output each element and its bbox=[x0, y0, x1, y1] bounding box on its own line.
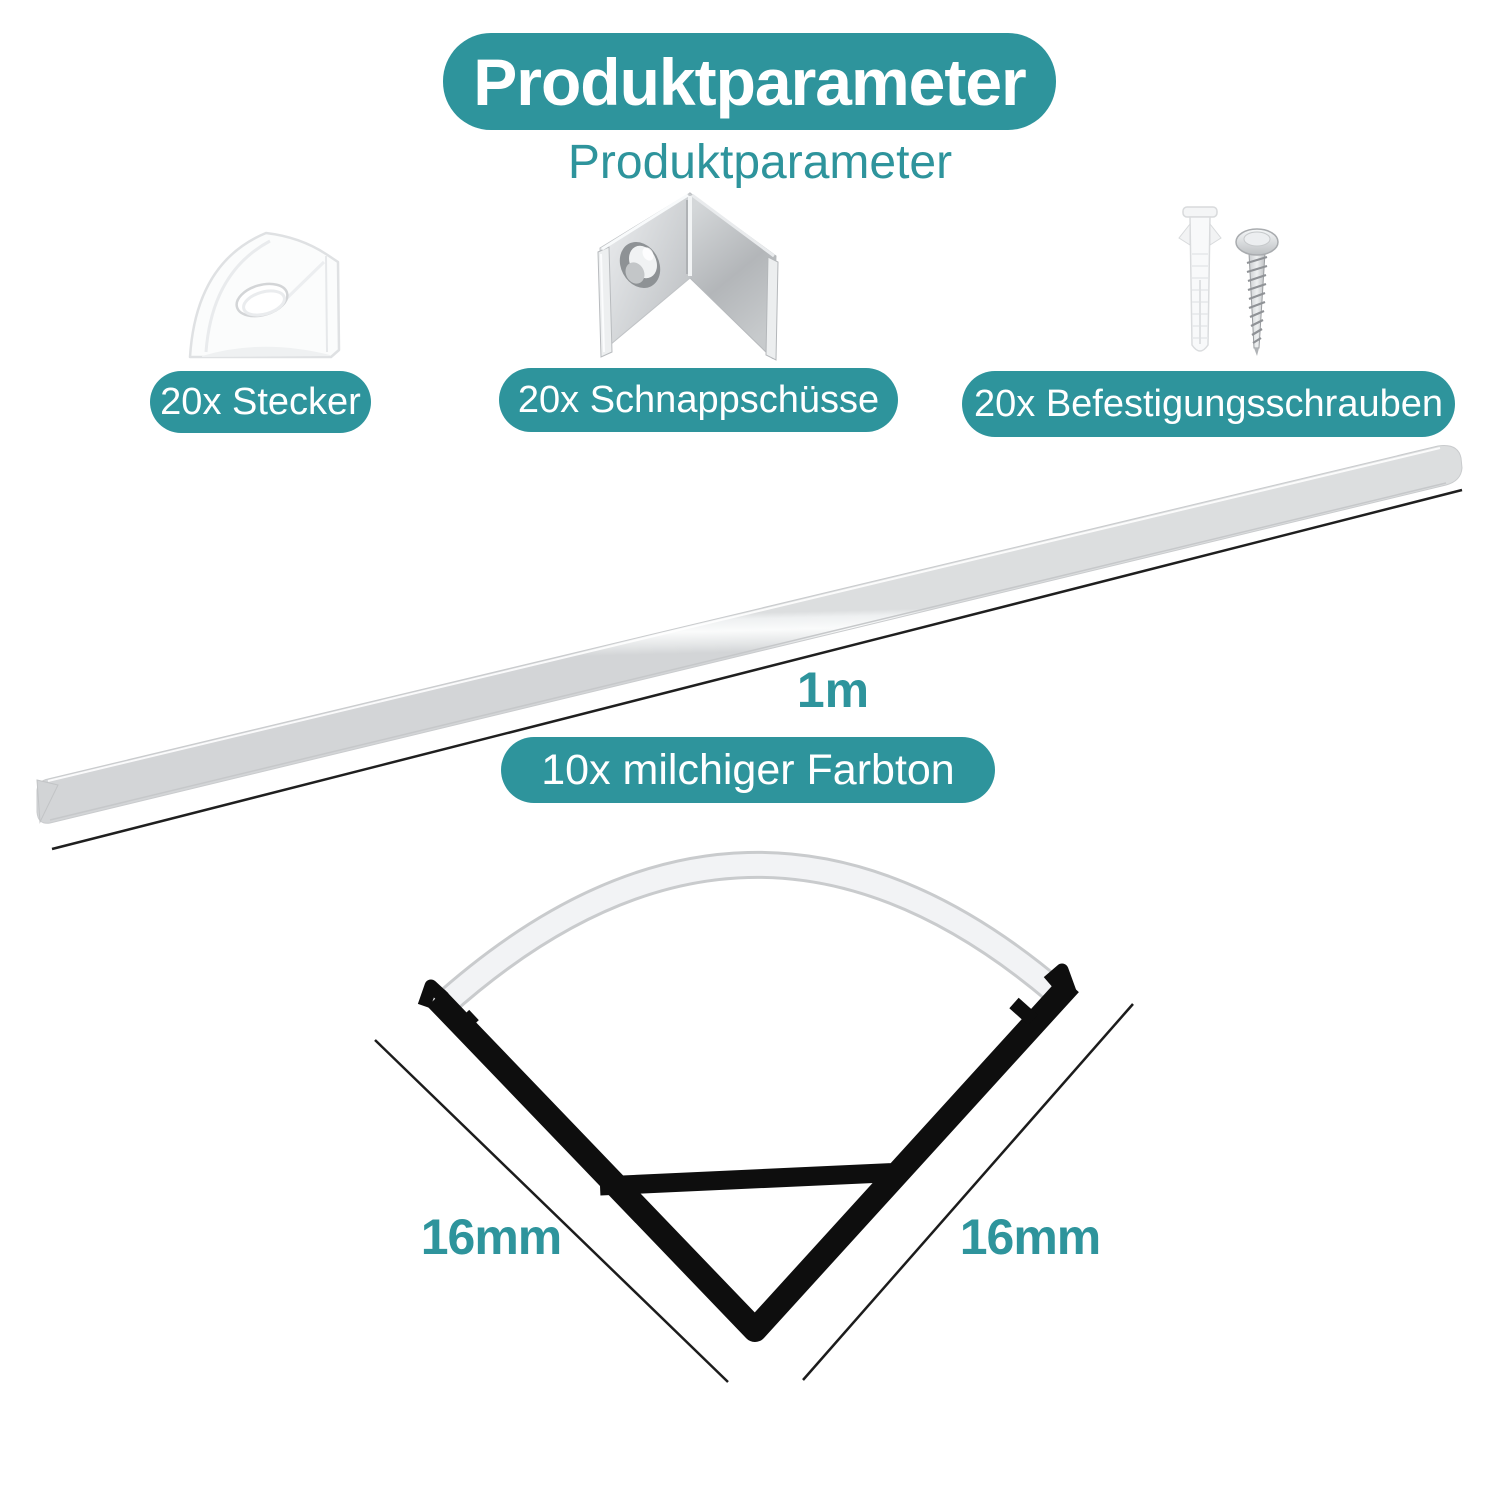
clip-screw-hole bbox=[619, 242, 661, 288]
right-dimension-label: 16mm bbox=[959, 1209, 1102, 1265]
corner-clip-image bbox=[597, 192, 779, 361]
profile-variant-label: 10x milchiger Farbton bbox=[501, 737, 995, 803]
title-badge: Produktparameter bbox=[443, 33, 1056, 130]
diffuser-cover bbox=[430, 851, 1066, 1019]
screw-image bbox=[1235, 228, 1279, 356]
mounting-screws-label: 20x Befestigungsschrauben bbox=[962, 371, 1455, 437]
end-cap-image bbox=[188, 231, 341, 359]
wall-anchor-image bbox=[1178, 206, 1222, 352]
left-dimension-line bbox=[374, 1039, 729, 1383]
right-dimension-line bbox=[802, 1003, 1134, 1381]
corner-clip-label: 20x Schnappschüsse bbox=[499, 368, 898, 432]
subtitle: Produktparameter bbox=[567, 135, 953, 189]
end-cap-label: 20x Stecker bbox=[150, 371, 371, 433]
length-dimension-line bbox=[51, 488, 1463, 851]
aluminum-profile-bar bbox=[36, 445, 1463, 824]
profile-outline bbox=[417, 963, 1079, 1342]
profile-length-label: 1m bbox=[796, 662, 870, 718]
cross-section-diagram bbox=[374, 851, 1134, 1383]
left-dimension-label: 16mm bbox=[420, 1209, 563, 1265]
